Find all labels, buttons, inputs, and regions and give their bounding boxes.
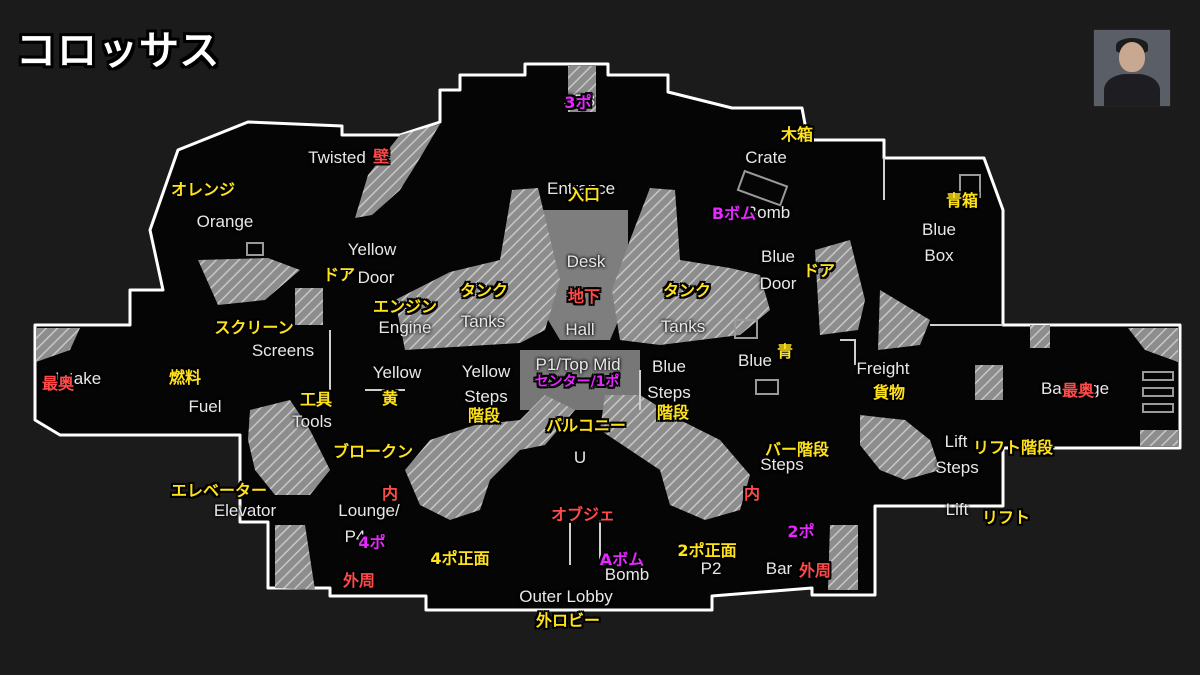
callout-doa-right: ドア <box>802 261 836 280</box>
callout-chika: 地下 <box>567 287 601 306</box>
callout-yonpo-shoumen: 4ポ正面 <box>430 549 490 568</box>
callout-gaishuu-right: 外周 <box>798 561 832 580</box>
room-label-screens: Screens <box>251 341 315 360</box>
callout-center-1po: センター/1ポ <box>534 374 620 390</box>
callout-sanpo: 3ポ <box>564 93 592 112</box>
room-label-blue-top: Blue <box>760 247 796 266</box>
callout-ao: 青 <box>776 342 794 361</box>
avatar-head <box>1119 42 1145 72</box>
avatar-body <box>1104 74 1160 106</box>
callout-sukuriin: スクリーン <box>214 318 294 337</box>
callout-saioku-right: 最奥 <box>1061 381 1095 400</box>
room-label-orange: Orange <box>196 212 254 231</box>
room-label-tanks-right: Tanks <box>660 317 706 336</box>
callout-baa-kaidan: バー階段 <box>764 440 830 459</box>
streamer-avatar <box>1093 29 1171 107</box>
room-label-sp3: SP3 <box>562 91 596 110</box>
room-label-blue-mid: Blue <box>737 351 773 370</box>
callout-rifuto: リフト <box>981 508 1031 527</box>
callout-kibako: 木箱 <box>780 125 814 144</box>
room-label-bomb-bottom: Bomb <box>604 565 650 584</box>
room-label-blue-box-1: Blue <box>921 220 957 239</box>
callout-barukonii: バルコニー <box>546 416 626 435</box>
callout-uchi-left: 内 <box>381 484 399 503</box>
room-label-engine: Engine <box>378 318 432 337</box>
room-label-elevator: Elevator <box>213 501 277 520</box>
room-label-p4: P4 <box>344 527 366 546</box>
room-label-lift: Lift <box>945 500 969 519</box>
room-label-hall: Hall <box>565 320 595 339</box>
callout-b-bomu: Bボム <box>711 204 757 223</box>
callout-obuje: オブジェ <box>550 505 616 524</box>
room-label-blue-box-2: Box <box>924 246 954 265</box>
room-label-p2: P2 <box>700 559 722 578</box>
callout-kougu: 工具 <box>299 390 333 409</box>
callout-a-bomu: Aボム <box>599 550 645 569</box>
callout-kaidan-right: 階段 <box>656 403 690 422</box>
room-label-crate: Crate <box>745 148 787 167</box>
callout-erebeetaa: エレベーター <box>170 481 268 500</box>
room-label-outer-lobby: Outer Lobby <box>519 587 613 606</box>
room-label-bomb-top: Bomb <box>745 203 791 222</box>
room-label-desk: Desk <box>566 252 606 271</box>
callout-kabe: 壁 <box>372 147 390 166</box>
room-label-lounge: Lounge/ <box>338 501 400 520</box>
callout-aobako: 青箱 <box>945 191 979 210</box>
inner-walls <box>329 158 1003 565</box>
callout-saioku-left: 最奥 <box>41 374 75 393</box>
room-label-tanks-left: Tanks <box>460 312 506 331</box>
callout-tanku-right: タンク <box>662 281 712 300</box>
callout-kaidan-left: 階段 <box>467 406 501 425</box>
room-label-yellow-steps-1: Yellow <box>461 362 511 381</box>
callout-tanku-left: タンク <box>459 281 509 300</box>
room-label-u: U <box>573 448 587 467</box>
room-label-baggage: Baggage <box>1040 379 1110 398</box>
callout-doa-left: ドア <box>322 265 356 284</box>
room-label-entrance: Entrance <box>546 179 616 198</box>
room-label-yellow-steps-2: Steps <box>464 387 508 406</box>
room-label-bar: Bar <box>765 559 793 578</box>
room-label-yellow-top: Yellow <box>347 240 397 259</box>
room-label-blue-steps-1: Blue <box>651 357 687 376</box>
callout-nenryou: 燃料 <box>168 368 202 387</box>
map-title: コロッサス <box>16 28 221 74</box>
callout-burookun: ブロークン <box>332 442 414 461</box>
room-label-lift-steps-1: Lift <box>944 432 968 451</box>
room-label-p1-top-mid: P1/Top Mid <box>535 355 621 374</box>
callout-gaishuu-left: 外周 <box>342 571 376 590</box>
callout-soto-robii: 外ロビー <box>535 611 601 630</box>
room-label-lift-steps-2: Steps <box>935 458 979 477</box>
callout-nipo: 2ポ <box>787 522 815 541</box>
atrium-floor <box>535 210 628 340</box>
callout-kamotsu: 貨物 <box>872 383 906 402</box>
room-label-freight: Freight <box>856 359 910 378</box>
room-label-blue-steps-2: Steps <box>647 383 691 402</box>
room-label-fuel: Fuel <box>188 397 222 416</box>
callout-orenji: オレンジ <box>170 180 236 199</box>
room-label-door-left: Door <box>357 268 395 287</box>
callout-enjin: エンジン <box>372 297 438 316</box>
hatched-walkways <box>36 66 1178 590</box>
room-label-yellow-mid: Yellow <box>372 363 422 382</box>
callout-ki: 黄 <box>381 389 399 408</box>
room-label-twisted: Twisted <box>308 148 366 167</box>
props <box>246 169 1174 413</box>
room-label-bar-steps: Steps <box>760 455 804 474</box>
callout-yonpo: 4ポ <box>358 533 386 552</box>
room-label-tools: Tools <box>292 412 332 431</box>
callout-nipo-shoumen: 2ポ正面 <box>677 541 737 560</box>
room-label-door-right: Door <box>759 274 797 293</box>
callout-rifuto-kaidan: リフト階段 <box>972 438 1054 457</box>
callout-iriguchi: 入口 <box>567 185 601 204</box>
callout-uchi-right: 内 <box>743 484 761 503</box>
room-label-intake: Intake <box>54 369 102 388</box>
